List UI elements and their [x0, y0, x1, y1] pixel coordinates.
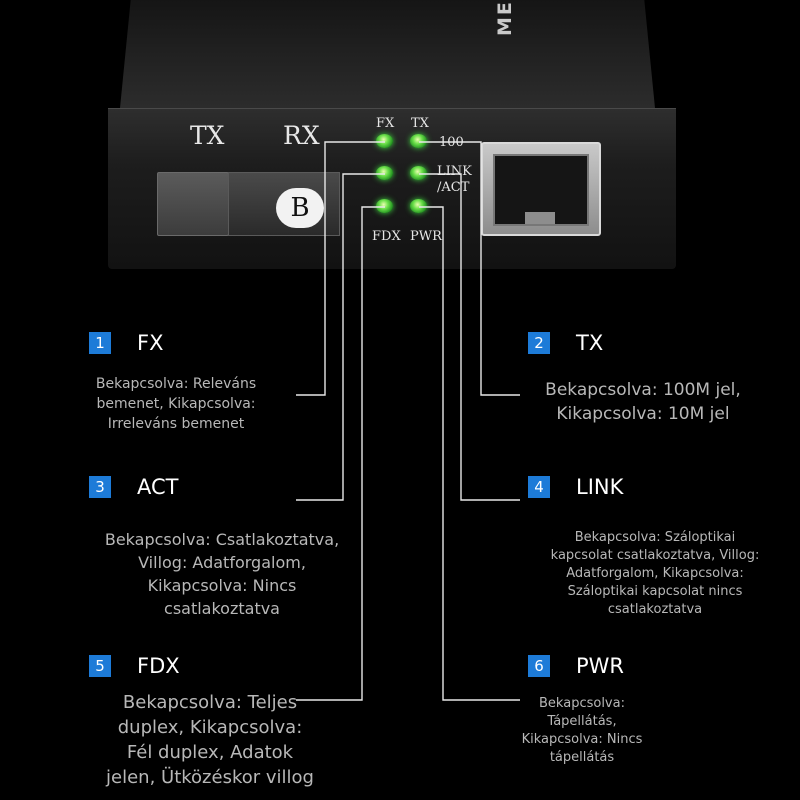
fiber-rx-label: RX [283, 121, 320, 150]
callout-text-tx: Bekapcsolva: 100M jel, Kikapcsolva: 10M … [545, 380, 741, 424]
callout-badge-1: 1 [89, 332, 111, 354]
callout-line-tx [419, 141, 520, 396]
led-label-link: LINK [437, 164, 472, 179]
rj45-port-icon [481, 142, 601, 236]
tx-led-icon [410, 134, 427, 148]
callout-badge-5: 5 [89, 655, 111, 677]
callout-title-pwr: PWR [576, 654, 625, 678]
callout-title-fx: FX [137, 331, 164, 355]
callout-badge-6: 6 [528, 655, 550, 677]
fdx-led-icon [376, 199, 393, 213]
callout-title-act: ACT [137, 475, 179, 499]
callout-text-fx: Bekapcsolva: Releváns bemenet, Kikapcsol… [95, 376, 257, 432]
callout-line-pwr [419, 206, 520, 701]
port-b-badge: B [276, 188, 324, 228]
callout-line-act [296, 173, 385, 501]
callout-line-fdx [296, 206, 385, 701]
fiber-tx-label: TX [190, 121, 225, 150]
callout-text-fdx: Bekapcsolva: Teljes duplex, Kikapcsolva:… [106, 692, 314, 788]
callout-text-pwr: Bekapcsolva: Tápellátás, Kikapcsolva: Ni… [521, 696, 643, 765]
led-label-pwr: PWR [410, 229, 442, 244]
fx-led-icon [376, 134, 393, 148]
callout-title-link: LINK [576, 475, 624, 499]
rj45-socket [493, 154, 589, 226]
pwr-led-icon [410, 199, 427, 213]
device-top-face [120, 0, 655, 108]
callout-text-act: Bekapcsolva: Csatlakoztatva, Villog: Ada… [104, 530, 340, 618]
callout-badge-2: 2 [528, 332, 550, 354]
callout-text-link: Bekapcsolva: Száloptikai kapcsolat csatl… [550, 530, 760, 617]
callout-title-tx: TX [576, 331, 604, 355]
led-label-fx: FX [376, 116, 395, 131]
link-led-icon [410, 166, 427, 180]
callout-badge-3: 3 [89, 476, 111, 498]
act-led-icon [376, 166, 393, 180]
led-label-tx: TX [411, 116, 429, 131]
callout-title-fdx: FDX [137, 654, 180, 678]
callout-badge-4: 4 [528, 476, 550, 498]
fiber-port-icon [157, 172, 229, 236]
led-label-fdx: FDX [372, 229, 401, 244]
callout-line-fx [296, 141, 385, 396]
callout-line-link [419, 173, 520, 501]
